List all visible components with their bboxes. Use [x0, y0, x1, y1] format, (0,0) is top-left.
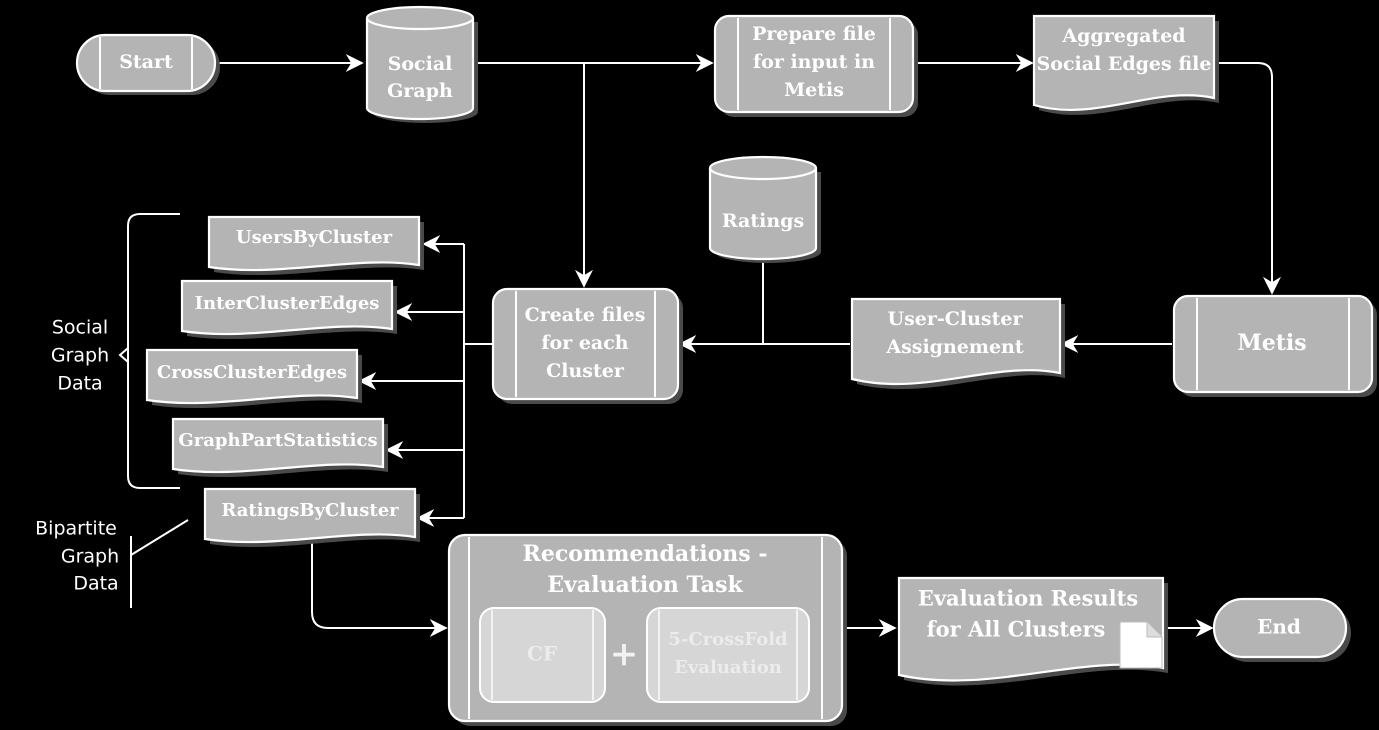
create-files-label-line2: for each [541, 332, 628, 354]
social-graph-data-brace-tip [118, 347, 129, 363]
bipartite-graph-data-label-line3: Data [73, 573, 118, 595]
ratings-by-cluster-to-recommendations-arrow [311, 541, 448, 637]
bipartite-graph-data-label-line1: Bipartite [35, 518, 117, 540]
prepare-file-label-line2: for input in [753, 51, 875, 73]
plus-sign: + [610, 634, 639, 674]
social-graph-data-label-line2: Graph [51, 345, 109, 367]
bipartite-bracket-diagonal [130, 519, 189, 556]
users-by-cluster-node: UsersByCluster [207, 215, 424, 276]
social-graph-data-group: Social Graph Data [51, 213, 180, 489]
prepare-file-label-line1: Prepare file [752, 23, 876, 45]
create-files-label-line1: Create files [525, 304, 646, 326]
document-icon-fold [1146, 622, 1162, 638]
metis-label: Metis [1237, 330, 1306, 356]
social-graph-label-line1: Social [388, 53, 453, 75]
end-node: End [1212, 597, 1351, 662]
user-cluster-label-line2: Assignement [885, 336, 1024, 358]
crossfold-box: 5-CrossFold Evaluation [646, 607, 810, 703]
create-files-node: Create files for each Cluster [491, 287, 683, 404]
connectors [216, 54, 1281, 637]
graph-part-statistics-node: GraphPartStatistics [171, 417, 388, 478]
aggregated-to-metis-arrow [1214, 62, 1281, 295]
evaluation-results-label-line1: Evaluation Results [918, 586, 1138, 611]
recommendations-label-line2: Evaluation Task [547, 572, 743, 598]
users-by-cluster-label: UsersByCluster [236, 227, 393, 248]
create-files-label-line3: Cluster [546, 360, 625, 382]
ratings-by-cluster-node: RatingsByCluster [203, 487, 420, 548]
bipartite-graph-data-group: Bipartite Graph Data [35, 518, 189, 608]
bipartite-graph-data-label-line2: Graph [61, 546, 119, 568]
prepare-file-label-line3: Metis [784, 79, 844, 101]
inter-cluster-edges-label: InterClusterEdges [195, 293, 380, 314]
cross-cluster-edges-node: CrossClusterEdges [145, 348, 362, 409]
graph-part-statistics-label: GraphPartStatistics [178, 430, 377, 451]
crossfold-label-line2: Evaluation [674, 657, 782, 678]
social-graph-data-bracket [127, 213, 180, 489]
evaluation-results-label-line2: for All Clusters [927, 617, 1106, 642]
recommendations-label-line1: Recommendations - [523, 541, 768, 567]
social-graph-label-line2: Graph [387, 80, 453, 102]
user-cluster-node: User-Cluster Assignement [850, 297, 1065, 390]
cf-box: CF [479, 607, 606, 703]
ratings-by-cluster-label: RatingsByCluster [221, 500, 399, 521]
social-graph-data-label-line3: Data [57, 373, 102, 395]
aggregated-edges-node: Aggregated Social Edges file [1032, 14, 1219, 115]
aggregated-label-line1: Aggregated [1061, 25, 1185, 47]
ratings-node: Ratings [708, 155, 821, 263]
metis-node: Metis [1172, 294, 1377, 397]
crossfold-label-line1: 5-CrossFold [668, 629, 788, 650]
start-node: Start [75, 33, 220, 95]
cf-label: CF [527, 642, 557, 666]
cross-cluster-edges-label: CrossClusterEdges [157, 362, 347, 383]
aggregated-label-line2: Social Edges file [1037, 53, 1212, 75]
start-label: Start [119, 51, 173, 73]
ratings-label: Ratings [722, 210, 804, 232]
prepare-file-node: Prepare file for input in Metis [713, 14, 918, 117]
social-graph-data-label-line1: Social [52, 317, 108, 339]
user-cluster-label-line1: User-Cluster [888, 308, 1024, 330]
end-label: End [1257, 615, 1301, 639]
social-graph-node: Social Graph [365, 5, 478, 123]
inter-cluster-edges-node: InterClusterEdges [180, 279, 397, 340]
recommendations-node: Recommendations - Evaluation Task CF + 5… [447, 533, 847, 726]
evaluation-results-node: Evaluation Results for All Clusters [897, 576, 1168, 686]
